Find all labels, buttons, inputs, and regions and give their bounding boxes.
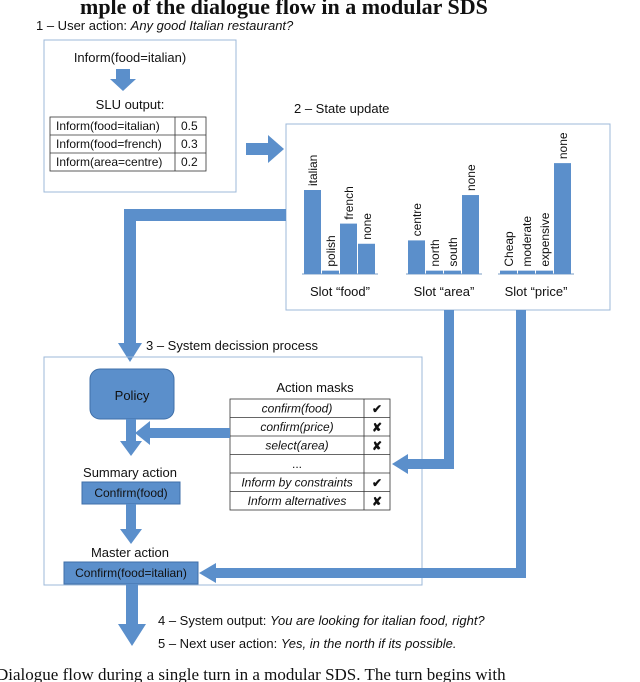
slu-output-title: SLU output: bbox=[96, 97, 165, 112]
slu-row-prob: 0.2 bbox=[181, 155, 198, 169]
step1-box bbox=[43, 39, 237, 193]
step3-heading: 3 – System decission process bbox=[146, 338, 318, 353]
policy-to-summary-arrow bbox=[120, 419, 142, 456]
slot-bar bbox=[426, 270, 443, 274]
slu-row-prob: 0.3 bbox=[181, 137, 198, 151]
slu-row-act: Inform(food=italian) bbox=[56, 119, 160, 133]
slot-bar-label: italian bbox=[306, 155, 320, 186]
mask-action: confirm(food) bbox=[262, 402, 333, 416]
slot-bar bbox=[304, 190, 321, 274]
price-to-master-arrow bbox=[199, 310, 526, 583]
state-to-policy-arrow bbox=[118, 209, 286, 362]
step1-heading: 1 – User action: Any good Italian restau… bbox=[36, 18, 294, 33]
slot-name: Slot “price” bbox=[505, 284, 568, 299]
slot-bar bbox=[322, 270, 339, 274]
inform-food-italian: Inform(food=italian) bbox=[74, 50, 186, 65]
figure-title: mple of the dialogue flow in a modular S… bbox=[80, 0, 488, 19]
action-masks-title: Action masks bbox=[276, 380, 354, 395]
cross-icon: ✘ bbox=[372, 421, 382, 435]
step2-heading: 2 – State update bbox=[294, 101, 389, 116]
step4-system-output: 4 – System output: You are looking for i… bbox=[158, 613, 485, 628]
slot-bar-label: south bbox=[446, 237, 460, 266]
slot-bar bbox=[462, 195, 479, 274]
slot-bar-label: none bbox=[360, 213, 374, 240]
slot-bar-label: polish bbox=[324, 235, 338, 266]
summary-to-master-arrow bbox=[120, 504, 142, 544]
summary-action-label: Summary action bbox=[83, 465, 177, 480]
slu-row-act: Inform(area=centre) bbox=[56, 155, 162, 169]
summary-action-value: Confirm(food) bbox=[94, 486, 167, 500]
mask-action: ... bbox=[292, 457, 302, 471]
mask-action: select(area) bbox=[265, 439, 328, 453]
step3-box bbox=[43, 356, 423, 586]
area-to-masks-arrow bbox=[392, 310, 454, 474]
slot-bar-label: moderate bbox=[520, 216, 534, 267]
check-icon: ✔ bbox=[372, 402, 382, 416]
master-action-label: Master action bbox=[91, 545, 169, 560]
slot-bar-label: Cheap bbox=[502, 231, 516, 267]
slu-to-state-arrow bbox=[246, 135, 284, 163]
mask-action: confirm(price) bbox=[260, 420, 333, 434]
check-icon: ✔ bbox=[372, 476, 382, 490]
slu-row-prob: 0.5 bbox=[181, 119, 198, 133]
slot-bar-label: expensive bbox=[538, 212, 552, 266]
slot-bar bbox=[358, 243, 375, 274]
output-arrow bbox=[118, 584, 146, 646]
slot-name: Slot “area” bbox=[414, 284, 475, 299]
policy-label: Policy bbox=[115, 388, 150, 403]
slot-bar bbox=[408, 240, 425, 274]
slot-bar bbox=[444, 270, 461, 274]
slot-bar bbox=[340, 223, 357, 274]
figure-caption: Dialogue flow during a single turn in a … bbox=[0, 665, 506, 682]
slot-bar-label: french bbox=[342, 186, 356, 219]
cross-icon: ✘ bbox=[372, 495, 382, 509]
slot-bar bbox=[536, 270, 553, 274]
slu-table: Inform(food=italian) 0.5 Inform(food=fre… bbox=[49, 116, 207, 172]
slot-bar bbox=[518, 270, 535, 274]
slot-name: Slot “food” bbox=[310, 284, 370, 299]
master-action-value: Confirm(food=italian) bbox=[75, 566, 187, 580]
action-masks-table: confirm(food) ✔ confirm(price) ✘ select(area… bbox=[229, 398, 391, 511]
cross-icon: ✘ bbox=[372, 439, 382, 453]
mask-action: Inform alternatives bbox=[248, 494, 347, 508]
mask-action: Inform by constraints bbox=[241, 476, 352, 490]
step5-next-user-action: 5 – Next user action: Yes, in the north … bbox=[158, 636, 456, 651]
slot-bar bbox=[500, 270, 517, 274]
slot-bar-label: north bbox=[428, 239, 442, 266]
slot-bar-label: none bbox=[556, 132, 570, 159]
slu-row-act: Inform(food=french) bbox=[56, 137, 162, 151]
inform-to-slu-arrow bbox=[110, 69, 136, 91]
slot-bar-label: none bbox=[464, 164, 478, 191]
masks-to-policy-arrow bbox=[135, 421, 230, 445]
slot-bar-label: centre bbox=[410, 203, 424, 237]
slot-bar bbox=[554, 163, 571, 274]
